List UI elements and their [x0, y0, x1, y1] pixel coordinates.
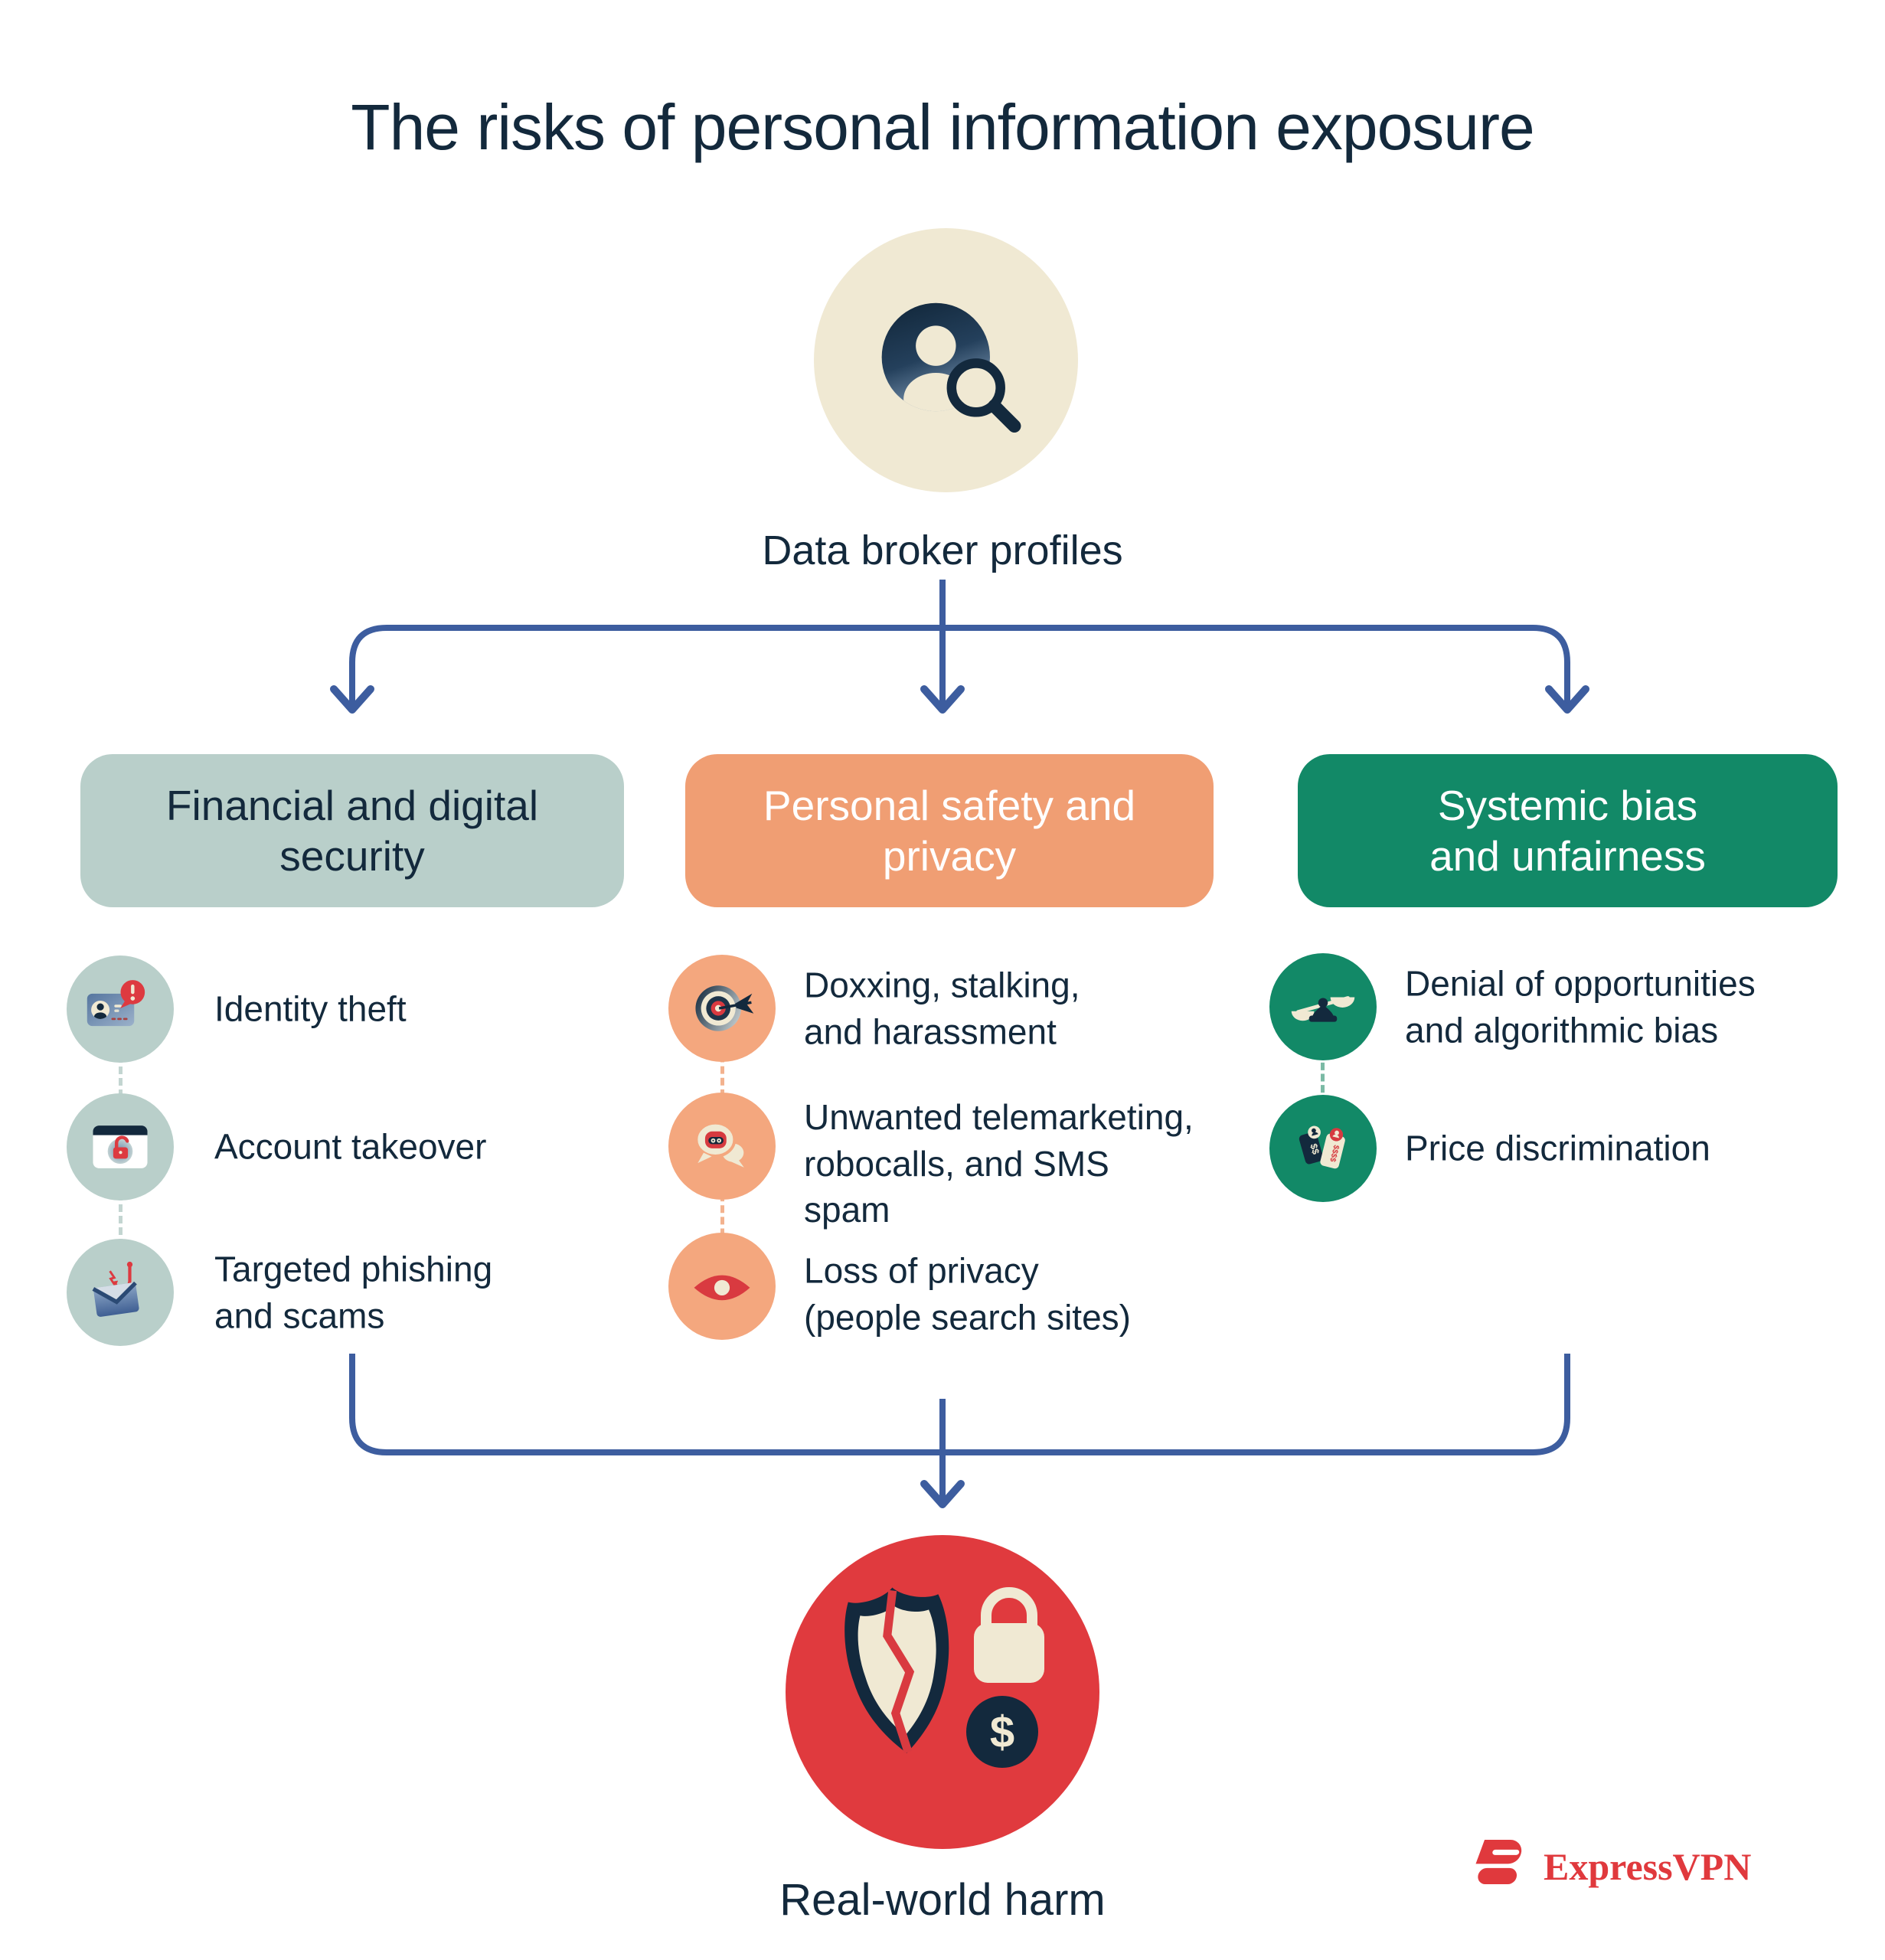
arrowhead-left: [330, 685, 374, 714]
svg-text:$$: $$: [1308, 1142, 1321, 1155]
svg-text:$: $: [990, 1707, 1014, 1757]
bottom-merge-line: [349, 1354, 1570, 1455]
branch-box-systemic-bias: Systemic bias and unfairness: [1298, 754, 1838, 907]
phishing-hook-email-icon: [92, 1261, 139, 1317]
brand-name: ExpressVPN: [1544, 1845, 1752, 1888]
target-dart-icon: [695, 985, 754, 1031]
risk-item-label: Loss of privacy (people search sites): [804, 1250, 1131, 1337]
page-title: The risks of personal information exposu…: [351, 91, 1534, 163]
list-item-icon-circle: [1269, 953, 1377, 1060]
risk-item-label: Identity theft: [214, 988, 407, 1029]
expressvpn-logo-icon: [1475, 1840, 1522, 1884]
real-world-harm-label: Real-world harm: [779, 1875, 1106, 1925]
robot-chat-icon: [694, 1121, 744, 1168]
browser-unlocked-icon: [93, 1125, 148, 1168]
list-item-icon-circle: [668, 955, 776, 1062]
data-broker-label: Data broker profiles: [762, 528, 1123, 573]
price-tags-icon: $$ $$$$: [1299, 1125, 1345, 1169]
list-item-icon-circle: [668, 1233, 776, 1340]
list-item-icon-circle: [668, 1093, 776, 1200]
list-item-icon-circle: [67, 1093, 174, 1200]
risk-item-label: Unwanted telemarketing, robocalls, and S…: [804, 1096, 1194, 1230]
data-broker-node: [814, 228, 1078, 492]
dashed-connector-bias: [1321, 1007, 1325, 1148]
risk-item-label: Targeted phishing and scams: [214, 1249, 493, 1335]
real-world-harm-node: $: [786, 1535, 1099, 1849]
list-item-icon-circle: [67, 956, 174, 1063]
eye-icon: [694, 1275, 750, 1301]
unbalanced-scale-icon: [1291, 996, 1355, 1022]
list-item-icon-circle: $$ $$$$: [1269, 1095, 1377, 1202]
list-item-icon-circle: [67, 1239, 174, 1346]
arrowhead-bottom: [920, 1480, 965, 1508]
svg-text:$$$$: $$$$: [1328, 1144, 1340, 1163]
risk-item-label: Price discrimination: [1405, 1128, 1710, 1168]
branch-box-personal-safety: Personal safety and privacy: [685, 754, 1214, 907]
risk-item-label: Doxxing, stalking, and harassment: [804, 965, 1080, 1051]
risk-item-label: Account takeover: [214, 1126, 487, 1167]
broken-shield-lock-dollar-icon: $: [844, 1587, 1044, 1768]
id-card-alert-icon: [87, 980, 145, 1027]
branch-box-financial: Financial and digital security: [80, 754, 624, 907]
arrowhead-center: [920, 685, 965, 714]
risk-item-label: Denial of opportunities and algorithmic …: [1405, 963, 1756, 1050]
arrowhead-right: [1545, 685, 1589, 714]
top-splitter-line: [349, 625, 1570, 706]
brand-logo: ExpressVPN: [1461, 1831, 1751, 1902]
person-search-icon: [881, 302, 1021, 433]
